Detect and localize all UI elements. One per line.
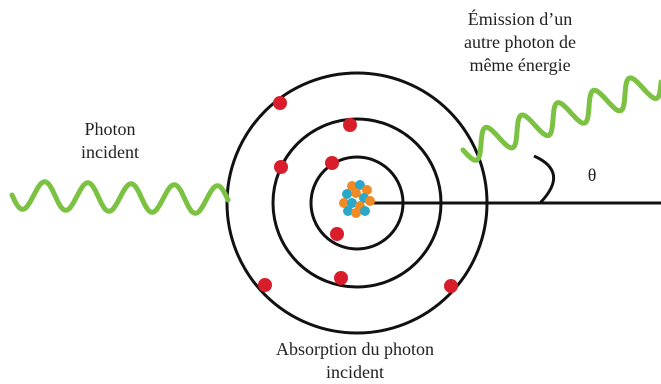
nucleus	[339, 180, 375, 218]
incident-photon-label-line1: Photon	[84, 119, 136, 139]
angle-arc	[533, 154, 556, 205]
emission-label-line2: autre photon de	[464, 32, 576, 52]
emitted-photon-wave	[460, 75, 661, 163]
absorption-label-line1: Absorption du photon	[275, 339, 434, 359]
electron	[330, 227, 344, 241]
electron	[334, 271, 348, 285]
angle-theta-label: θ	[587, 165, 597, 185]
emission-label: Émission d’un autre photon de même énerg…	[410, 8, 630, 77]
incident-photon-label: Photon incident	[40, 118, 180, 164]
incident-photon-wave	[9, 179, 231, 216]
emission-label-line3: même énergie	[469, 55, 571, 75]
electron	[274, 160, 288, 174]
incident-photon-label-line2: incident	[81, 142, 139, 162]
electron	[325, 156, 339, 170]
electron	[444, 279, 458, 293]
absorption-label-line2: incident	[326, 362, 384, 382]
emission-label-line1: Émission d’un	[467, 9, 573, 29]
electron	[343, 118, 357, 132]
electron	[258, 278, 272, 292]
electron	[273, 96, 287, 110]
absorption-label: Absorption du photon incident	[240, 338, 470, 384]
